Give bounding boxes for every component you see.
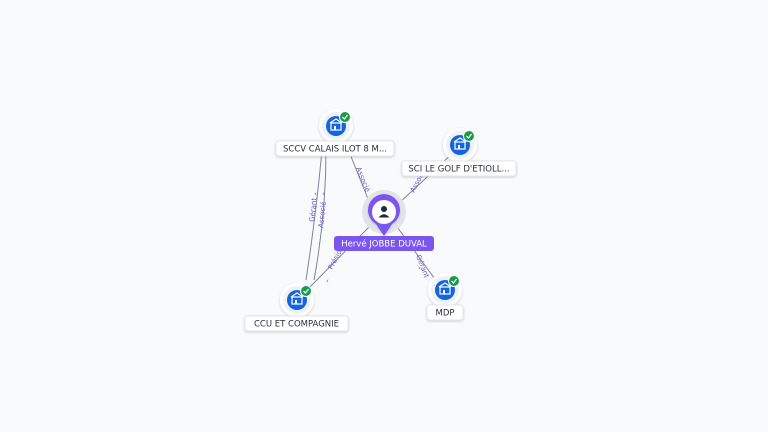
edge-label-sccv-ccu-2: Associé: [317, 201, 328, 228]
node-center-label: Hervé JOBBE DUVAL: [341, 239, 427, 250]
building-icon: [290, 292, 304, 305]
edge-label-center-mdp: Gérant: [414, 254, 431, 280]
node-sci[interactable]: SCI LE GOLF D'ETIOLL...: [401, 128, 517, 177]
edge-arrow-up-icon: ‹: [326, 277, 329, 285]
node-sccv-label: SCCV CALAIS ILOT 8 M...: [283, 145, 387, 155]
edge-arrow-down-icon: ›: [418, 264, 421, 272]
edge-sccv-ccu-1[interactable]: [305, 149, 323, 281]
building-icon: [438, 282, 452, 295]
building-icon: [453, 137, 467, 150]
person-icon: [378, 206, 390, 218]
edge-center-sci[interactable]: [396, 151, 455, 206]
node-mdp-label: MDP: [435, 309, 454, 319]
node-center-person[interactable]: Hervé JOBBE DUVAL: [334, 190, 434, 251]
edge-label-center-sccv: Associé: [354, 166, 371, 194]
edge-center-ccu[interactable]: [305, 223, 373, 292]
edge-sccv-ccu-2[interactable]: [313, 149, 327, 281]
edge-arrow-up-icon: ‹: [322, 190, 325, 198]
verified-check-icon: [339, 111, 351, 123]
edge-arrow-up-icon: ‹: [314, 190, 317, 198]
node-mdp[interactable]: MDP: [426, 273, 464, 321]
node-ccu[interactable]: CCU ET COMPAGNIE: [244, 283, 349, 332]
node-sccv[interactable]: SCCV CALAIS ILOT 8 M...: [275, 109, 395, 157]
node-sci-label: SCI LE GOLF D'ETIOLL...: [408, 165, 509, 175]
building-icon: [329, 118, 343, 131]
verified-check-icon: [448, 275, 460, 287]
node-ccu-label: CCU ET COMPAGNIE: [254, 320, 339, 330]
edge-label-sccv-ccu-1: Gérant: [308, 197, 318, 222]
edge-center-mdp[interactable]: [394, 223, 438, 283]
verified-check-icon: [463, 130, 475, 142]
verified-check-icon: [300, 285, 312, 297]
